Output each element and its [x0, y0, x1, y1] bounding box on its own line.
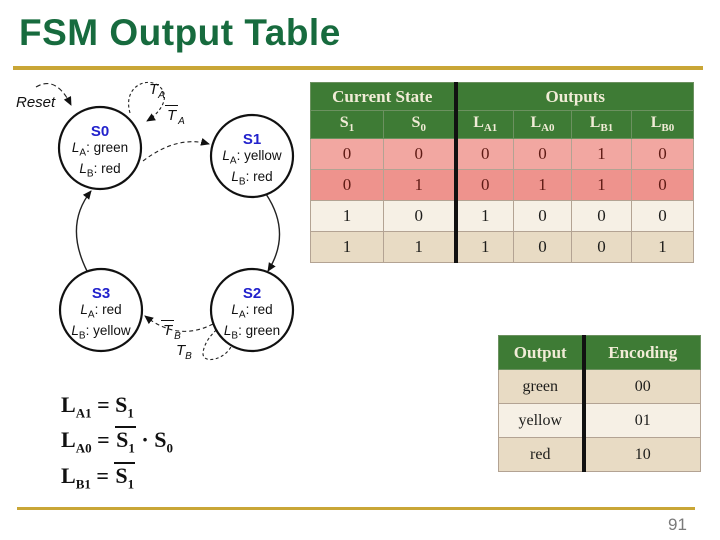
- state-circle-s1: [209, 113, 295, 199]
- cell: 1: [453, 231, 514, 263]
- state-lb-output: LB: red: [231, 168, 273, 188]
- cell: yellow: [498, 403, 584, 438]
- state-lb-output: LB: yellow: [71, 322, 131, 342]
- transition-label-tb: TB: [176, 342, 192, 362]
- state-lb-output: LB: red: [79, 160, 121, 180]
- cell: 1: [513, 169, 572, 201]
- encoding-header-row: Output Encoding: [498, 335, 701, 370]
- table-row: 0 1 0 1 1 0: [310, 169, 694, 201]
- state-la-output: LA: yellow: [222, 148, 282, 167]
- cell: 0: [513, 200, 572, 232]
- state-s2: S2 LA: red LB: green: [204, 286, 300, 343]
- cell: 0: [571, 231, 632, 263]
- state-circle-s3: [58, 267, 144, 353]
- cell: 0: [383, 200, 456, 232]
- state-name: S0: [90, 123, 110, 140]
- cell: 0: [513, 231, 572, 263]
- page-number: 91: [668, 515, 687, 534]
- cell: 1: [310, 200, 384, 232]
- cell: 1: [383, 231, 456, 263]
- arc-s0-to-s1: [142, 137, 210, 162]
- footer-rule: [17, 507, 695, 510]
- state-la-output: LA: red: [231, 302, 273, 321]
- self-loop-s0: [128, 81, 165, 122]
- cell: 0: [631, 200, 694, 232]
- cell: 00: [581, 369, 701, 404]
- table-group-header-row: Current State Outputs: [310, 82, 694, 111]
- header-encoding: Encoding: [581, 335, 701, 370]
- group-header-outputs: Outputs: [453, 82, 694, 111]
- col-header-lb1: LB1: [571, 110, 632, 139]
- table-row: red 10: [498, 437, 701, 472]
- col-header-la0: LA0: [513, 110, 572, 139]
- state-diagram-graphics: [35, 81, 295, 361]
- arc-s3-to-s0: [75, 190, 92, 272]
- state-lb-output: LB: green: [223, 322, 281, 342]
- equation-la0: LA0 = S1 · S0: [61, 426, 173, 456]
- cell: 0: [453, 169, 514, 201]
- table-column-header-row: S1 S0 LA1 LA0 LB1 LB0: [310, 110, 694, 139]
- cell: 0: [453, 138, 514, 170]
- col-header-lb0: LB0: [631, 110, 694, 139]
- cell: 1: [310, 231, 384, 263]
- header-output: Output: [498, 335, 584, 370]
- cell: 0: [631, 138, 694, 170]
- cell: 0: [513, 138, 572, 170]
- table-row: yellow 01: [498, 403, 701, 438]
- table-row: 0 0 0 0 1 0: [310, 138, 694, 170]
- state-la-output: LA: green: [71, 140, 129, 159]
- title-underline: [13, 66, 703, 70]
- output-encoding-table: Output Encoding green 00 yellow 01 red 1…: [498, 335, 701, 472]
- fsm-output-table: Current State Outputs S1 S0 LA1 LA0 LB1 …: [310, 82, 694, 263]
- arc-s1-to-s2: [265, 193, 281, 272]
- state-la-output: LA: red: [80, 302, 122, 321]
- cell: 0: [310, 169, 384, 201]
- cell: red: [498, 437, 584, 472]
- table-row: 1 0 1 0 0 0: [310, 200, 694, 232]
- state-circle-s0: [57, 105, 143, 191]
- output-equations: LA1 = S1 LA0 = S1 · S0 LB1 = S1: [61, 391, 173, 497]
- group-header-current-state: Current State: [310, 82, 456, 111]
- state-name: S3: [91, 285, 111, 302]
- equation-lb1: LB1 = S1: [61, 461, 136, 492]
- cell: green: [498, 369, 584, 404]
- state-name: S1: [242, 131, 262, 148]
- cell: 1: [453, 200, 514, 232]
- state-s1: S1 LA: yellow LB: red: [204, 132, 300, 189]
- state-s0: S0 LA: green LB: red: [52, 124, 148, 181]
- cell: 01: [581, 403, 701, 438]
- cell: 0: [631, 169, 694, 201]
- cell: 1: [631, 231, 694, 263]
- reset-label: Reset: [16, 94, 56, 111]
- col-header-la1: LA1: [453, 110, 514, 139]
- cell: 1: [571, 169, 632, 201]
- reset-arrow: [35, 83, 72, 106]
- table-row: 1 1 1 0 0 1: [310, 231, 694, 263]
- arc-s2-to-s3: [144, 315, 214, 332]
- page-title: FSM Output Table: [19, 12, 341, 53]
- col-header-s1: S1: [310, 110, 384, 139]
- state-name: S2: [242, 285, 262, 302]
- cell: 10: [581, 437, 701, 472]
- state-s3: S3 LA: red LB: yellow: [53, 286, 149, 343]
- col-header-s0: S0: [383, 110, 456, 139]
- cell: 0: [383, 138, 456, 170]
- equation-la1: LA1 = S1: [61, 392, 134, 421]
- table-row: green 00: [498, 369, 701, 404]
- cell: 0: [310, 138, 384, 170]
- cell: 0: [571, 200, 632, 232]
- cell: 1: [571, 138, 632, 170]
- transition-label-ta: TA: [149, 81, 165, 101]
- state-circle-s2: [209, 267, 295, 353]
- cell: 1: [383, 169, 456, 201]
